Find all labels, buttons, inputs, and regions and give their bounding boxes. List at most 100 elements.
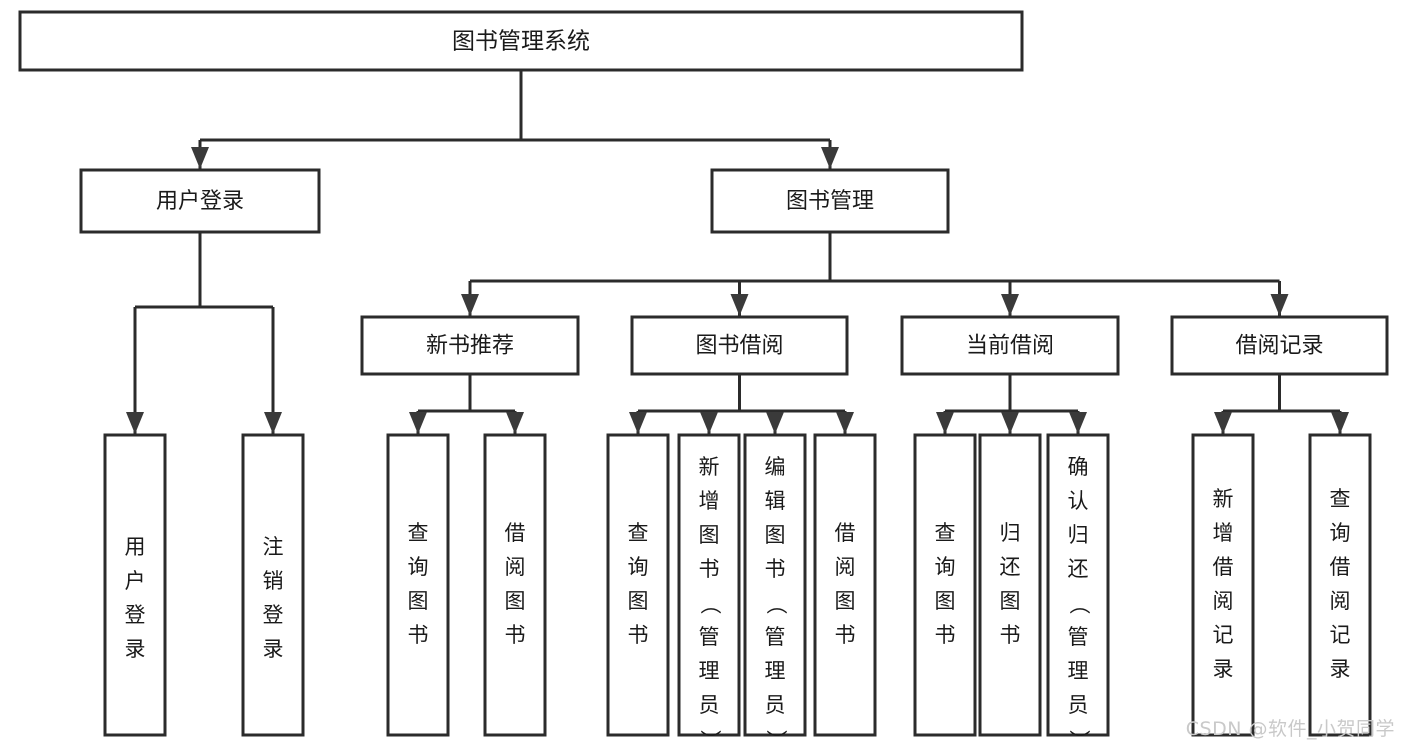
leaf-confirm-return-label-char: 员 (1068, 693, 1089, 717)
leaf-borrow-book-1-label-char: 阅 (505, 555, 526, 579)
new-book-rec[interactable]: 新书推荐 (360, 315, 580, 376)
leaf-query-book-2-label-char: 书 (628, 623, 649, 647)
leaf-edit-book-label-char: 理 (765, 659, 786, 683)
leaf-borrow-book-1-label-char: 书 (505, 623, 526, 647)
user-login[interactable]: 用户登录 (79, 168, 321, 234)
current-borrow-label: 当前借阅 (966, 334, 1054, 359)
user-login-rect (79, 168, 321, 234)
leaf-borrow-book-1-label-char: 借 (505, 521, 526, 545)
edge-layer (126, 70, 1349, 434)
leaf-query-book-1-label-char: 图 (408, 589, 429, 613)
arrow-head-icon (1069, 412, 1087, 434)
leaf-add-book-rect (677, 433, 741, 737)
leaf-query-book-2-label-char: 询 (628, 555, 649, 579)
leaf-query-book-3-label-char: 询 (935, 555, 956, 579)
leaf-borrow-book-2-label-char: 借 (835, 521, 856, 545)
arrow-head-icon (264, 412, 282, 434)
leaf-edit-book-rect (743, 433, 807, 737)
leaf-return-book-label-char: 还 (1000, 555, 1021, 579)
leaf-query-book-2-label-char: 查 (628, 521, 649, 545)
leaf-query-book-1-label-char: 查 (408, 521, 429, 545)
current-borrow-rect (900, 315, 1120, 376)
arrow-head-icon (1331, 412, 1349, 434)
new-book-rec-rect (360, 315, 580, 376)
leaf-add-book-label-char: 书 (699, 557, 720, 581)
leaf-borrow-book-1-label-char: 图 (505, 589, 526, 613)
leaf-confirm-return-label-char: ） (1067, 730, 1091, 747)
leaf-edit-book-label-char: 图 (765, 523, 786, 547)
borrow-record[interactable]: 借阅记录 (1170, 315, 1389, 376)
leaf-borrow-book-2-label-char: 图 (835, 589, 856, 613)
arrow-head-icon (629, 412, 647, 434)
arrow-head-icon (1001, 294, 1019, 316)
leaf-query-book-3-rect (913, 433, 977, 737)
leaf-logout-rect (241, 433, 305, 737)
leaf-return-book-rect (978, 433, 1042, 737)
leaf-return-book-label-char: 图 (1000, 589, 1021, 613)
leaf-return-book-label-char: 归 (1000, 521, 1021, 545)
leaf-confirm-return-label-char: （ (1067, 594, 1091, 615)
leaf-edit-book-label-char: 辑 (765, 489, 786, 513)
leaf-logout-label-char: 录 (263, 637, 284, 661)
leaf-confirm-return-label-char: 还 (1068, 557, 1089, 581)
arrow-head-icon (836, 412, 854, 434)
current-borrow[interactable]: 当前借阅 (900, 315, 1120, 376)
leaf-query-record-label-char: 询 (1330, 521, 1351, 545)
leaf-borrow-book-1-rect (483, 433, 547, 737)
leaf-logout-label-char: 注 (263, 535, 284, 559)
leaf-query-record-label-char: 记 (1330, 623, 1351, 647)
leaf-confirm-return-label-char: 归 (1068, 523, 1089, 547)
borrow-record-rect (1170, 315, 1389, 376)
leaf-edit-book-label-char: 书 (765, 557, 786, 581)
leaf-query-book-2-label-char: 图 (628, 589, 649, 613)
leaf-add-record-label-char: 新 (1213, 487, 1234, 511)
leaf-add-record-label-char: 记 (1213, 623, 1234, 647)
leaf-confirm-return-label-char: 理 (1068, 659, 1089, 683)
leaf-add-record-label-char: 阅 (1213, 589, 1234, 613)
leaf-edit-book-label-char: （ (764, 594, 788, 615)
book-manage-rect (710, 168, 950, 234)
leaf-return-book-label-char: 书 (1000, 623, 1021, 647)
leaf-confirm-return-label-char: 管 (1068, 625, 1089, 649)
node-layer: 图书管理系统用户登录图书管理新书推荐图书借阅当前借阅借阅记录用户登录注销登录查询… (18, 10, 1389, 747)
leaf-borrow-book-2-rect (813, 433, 877, 737)
leaf-add-record-rect (1191, 433, 1255, 737)
leaf-user-login[interactable]: 用户登录 (103, 433, 167, 737)
leaf-add-record-label-char: 录 (1213, 657, 1234, 681)
arrow-head-icon (1001, 412, 1019, 434)
leaf-confirm-return-label-char: 确 (1068, 455, 1089, 479)
book-borrow[interactable]: 图书借阅 (630, 315, 849, 376)
leaf-query-record-label-char: 录 (1330, 657, 1351, 681)
leaf-user-login-label-char: 用 (125, 535, 146, 559)
leaf-query-book-1-rect (386, 433, 450, 737)
arrow-head-icon (191, 147, 209, 169)
leaf-query-record-label-char: 借 (1330, 555, 1351, 579)
book-manage[interactable]: 图书管理 (710, 168, 950, 234)
leaf-query-book-1-label-char: 书 (408, 623, 429, 647)
leaf-logout-label-char: 登 (263, 603, 284, 627)
leaf-query-record-rect (1308, 433, 1372, 737)
leaf-user-login-label-char: 录 (125, 637, 146, 661)
new-book-rec-label: 新书推荐 (426, 334, 514, 359)
root-node-label: 图书管理系统 (452, 29, 590, 55)
leaf-add-book-label-char: 图 (699, 523, 720, 547)
book-borrow-rect (630, 315, 849, 376)
leaf-borrow-book-2-label-char: 书 (835, 623, 856, 647)
root-node[interactable]: 图书管理系统 (18, 10, 1024, 72)
leaf-borrow-book-2-label-char: 阅 (835, 555, 856, 579)
leaf-edit-book-label-char: 员 (765, 693, 786, 717)
user-login-label: 用户登录 (156, 189, 244, 214)
